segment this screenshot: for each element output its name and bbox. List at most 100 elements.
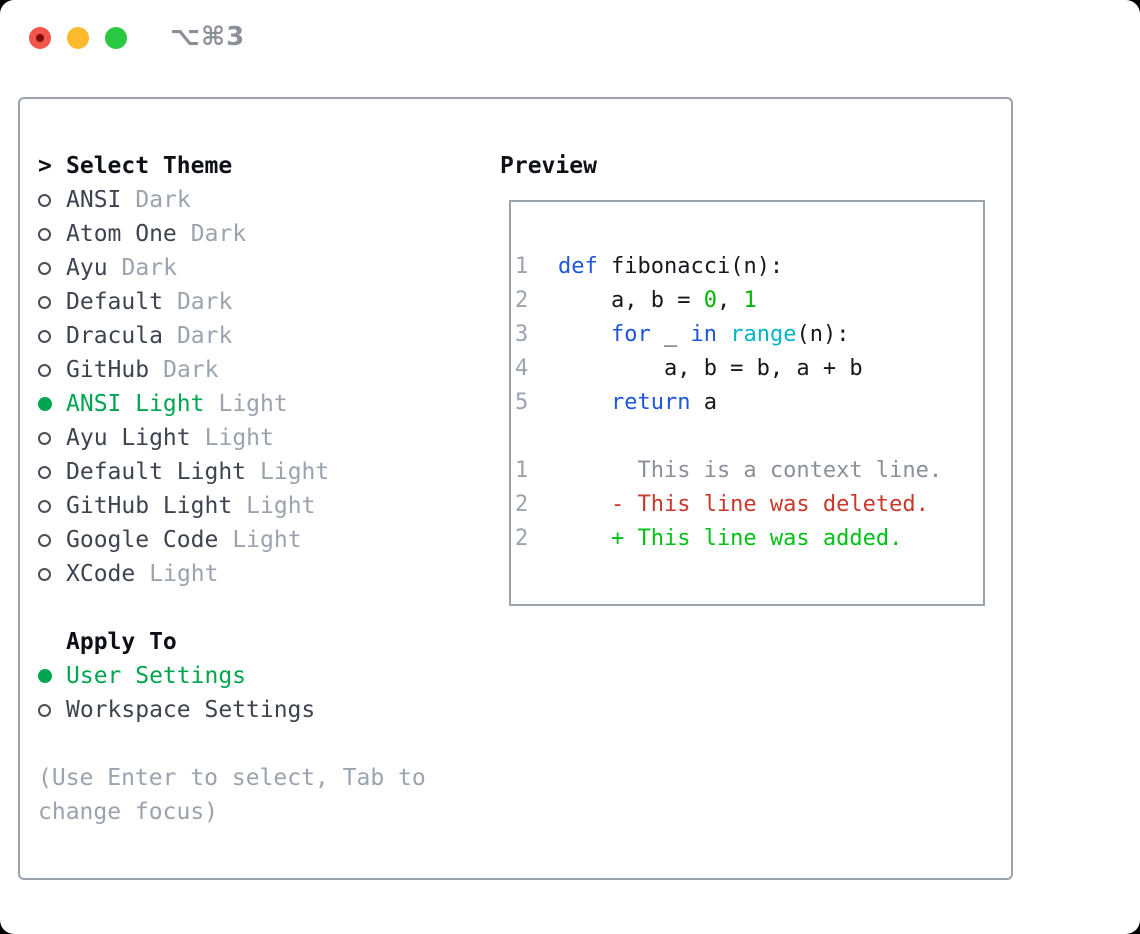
radio-indicator — [38, 353, 66, 387]
radio-indicator — [38, 183, 66, 217]
radio-indicator — [38, 523, 66, 557]
radio-unselected-icon — [38, 194, 51, 207]
radio-unselected-icon — [38, 534, 51, 547]
theme-variant-label: Dark — [135, 187, 191, 213]
minimize-button[interactable] — [67, 27, 89, 49]
theme-option-xcode[interactable]: XCode Light — [38, 557, 500, 591]
theme-name-label: Ayu Light — [66, 425, 191, 451]
code-token-pl: fibonacci(n): — [597, 254, 784, 279]
code-line: 2 - This line was deleted. — [515, 488, 983, 522]
radio-indicator — [38, 421, 66, 455]
theme-variant-label: Dark — [121, 255, 177, 281]
code-token-kw: return — [610, 390, 691, 415]
theme-name-label: Default — [66, 289, 163, 315]
radio-indicator — [38, 285, 66, 319]
radio-unselected-icon — [38, 568, 51, 581]
radio-unselected-icon — [38, 330, 51, 343]
radio-indicator — [38, 557, 66, 591]
theme-name-label: ANSI — [66, 187, 122, 213]
theme-variant-label: Dark — [176, 323, 233, 349]
code-token-bi: range — [730, 322, 797, 347]
theme-option-ansi[interactable]: ANSI Dark — [38, 183, 500, 217]
theme-variant-label: Dark — [176, 289, 233, 315]
close-button[interactable] — [29, 27, 51, 49]
zoom-button[interactable] — [105, 27, 127, 49]
radio-selected-icon — [38, 669, 52, 683]
prompt-caret: > — [38, 153, 52, 179]
code-token-pl: a — [690, 390, 717, 415]
radio-unselected-icon — [38, 432, 51, 445]
radio-unselected-icon — [38, 228, 51, 241]
theme-option-ayu[interactable]: Ayu Dark — [38, 251, 500, 285]
code-token-pl: , — [716, 288, 744, 313]
code-token-del: - This line was deleted. — [558, 492, 929, 517]
radio-unselected-icon — [38, 500, 51, 513]
apply-option-label: User Settings — [66, 663, 247, 689]
theme-variant-label: Light — [246, 493, 316, 519]
code-line: 2 + This line was added. — [515, 522, 983, 556]
code-token-pl — [558, 318, 611, 352]
apply-option-workspace-settings[interactable]: Workspace Settings — [38, 693, 500, 727]
theme-variant-label: Light — [232, 527, 302, 553]
code-token-kw: for — [610, 322, 651, 347]
line-number: 3 — [515, 322, 529, 347]
code-token-pl — [558, 386, 611, 420]
theme-option-default[interactable]: Default Dark — [38, 285, 500, 319]
radio-indicator — [38, 659, 66, 693]
theme-option-github[interactable]: GitHub Dark — [38, 353, 500, 387]
window-title: ⌥⌘3 — [170, 22, 246, 52]
code-token-pl — [717, 318, 730, 352]
radio-unselected-icon — [38, 262, 51, 275]
radio-indicator — [38, 455, 66, 489]
code-line: 3 for _ in range(n): — [515, 318, 983, 352]
code-token-num: 1 — [743, 288, 757, 313]
radio-indicator — [38, 387, 66, 421]
radio-indicator — [38, 319, 66, 353]
theme-variant-label: Light — [149, 561, 219, 587]
theme-name-label: GitHub — [66, 357, 150, 383]
theme-name-label: Google Code — [66, 527, 219, 553]
line-number: 5 — [515, 390, 529, 415]
hint-line-1: (Use Enter to select, Tab to — [38, 765, 426, 791]
code-token-kw: in — [690, 322, 717, 347]
code-line: 5 return a — [515, 386, 983, 420]
radio-unselected-icon — [38, 364, 51, 377]
line-number: 4 — [515, 356, 529, 381]
theme-name-label: Default Light — [66, 459, 247, 485]
radio-indicator — [38, 251, 66, 285]
apply-to-title: Apply To — [66, 629, 177, 655]
theme-option-google-code[interactable]: Google Code Light — [38, 523, 500, 557]
code-token-add: + This line was added. — [558, 526, 903, 551]
radio-unselected-icon — [38, 704, 51, 717]
line-number: 2 — [515, 526, 529, 551]
theme-variant-label: Dark — [190, 221, 247, 247]
line-number — [515, 420, 558, 454]
line-number: 1 — [515, 458, 529, 483]
apply-option-user-settings[interactable]: User Settings — [38, 659, 500, 693]
theme-name-label: XCode — [66, 561, 136, 587]
radio-selected-icon — [38, 397, 52, 411]
theme-name-label: Ayu — [66, 255, 108, 281]
code-token-pl: a, b = — [558, 288, 704, 313]
theme-variant-label: Light — [218, 391, 288, 417]
theme-variant-label: Dark — [163, 357, 219, 383]
blank-line — [515, 420, 983, 454]
line-number: 1 — [515, 254, 529, 279]
theme-name-label: GitHub Light — [66, 493, 233, 519]
radio-indicator — [38, 489, 66, 523]
code-token-pl: _ — [650, 322, 691, 347]
radio-unselected-icon — [38, 466, 51, 479]
select-theme-title: Select Theme — [66, 153, 233, 179]
theme-option-github-light[interactable]: GitHub Light Light — [38, 489, 500, 523]
radio-unselected-icon — [38, 296, 51, 309]
code-token-pl: a, b = b, a + b — [558, 356, 863, 381]
